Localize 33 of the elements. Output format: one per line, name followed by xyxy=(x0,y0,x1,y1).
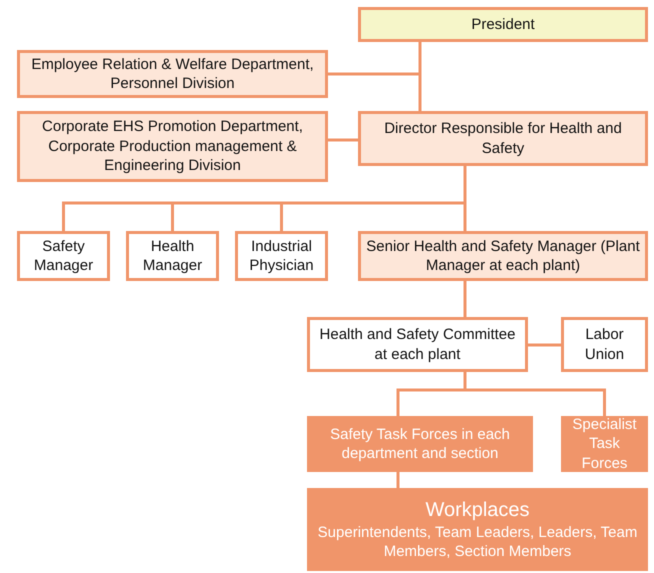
org-unit-box xyxy=(561,317,648,372)
unit-label: Labor Union xyxy=(584,325,626,364)
connector-line xyxy=(328,42,422,76)
org-unit-box xyxy=(358,111,648,166)
org-unit-box xyxy=(307,488,648,571)
org-unit-box xyxy=(126,231,219,281)
org-unit-box xyxy=(235,231,328,281)
org-unit-box xyxy=(17,50,328,98)
org-unit-box xyxy=(17,111,328,182)
org-unit-box xyxy=(307,416,533,472)
unit-label: Employee Relation & Welfare Department, Personnel Division xyxy=(30,54,315,94)
unit-label: Superintendents, Team Leaders, Leaders, Team Members, Section Members xyxy=(316,522,638,562)
unit-heading: Workplaces xyxy=(425,498,530,522)
unit-label: Specialist Task Forces xyxy=(571,414,638,474)
org-unit-box xyxy=(358,7,648,42)
connector-line xyxy=(528,344,561,346)
org-unit-box xyxy=(561,416,648,472)
unit-label: Corporate EHS Promotion Department, Corporate Production management & Engineering Division xyxy=(41,117,304,176)
connector-line xyxy=(464,372,606,416)
unit-label: Safety Task Forces in each department and section xyxy=(329,424,511,464)
connector-line xyxy=(464,281,466,317)
unit-label: Health Manager xyxy=(142,236,204,276)
unit-label: Safety Manager xyxy=(32,236,94,276)
unit-label: Health and Safety Committee at each plant xyxy=(318,325,516,364)
org-unit-box xyxy=(17,231,110,281)
connector-line xyxy=(396,472,400,488)
connector-line xyxy=(328,138,358,142)
unit-label: President xyxy=(471,14,535,34)
unit-label: Industrial Physician xyxy=(248,236,315,276)
unit-label: Senior Health and Safety Manager (Plant Manager at each plant) xyxy=(365,236,641,276)
unit-label: Director Responsible for Health and Safety xyxy=(383,119,623,158)
org-unit-box xyxy=(358,231,648,281)
org-unit-box xyxy=(307,317,528,372)
